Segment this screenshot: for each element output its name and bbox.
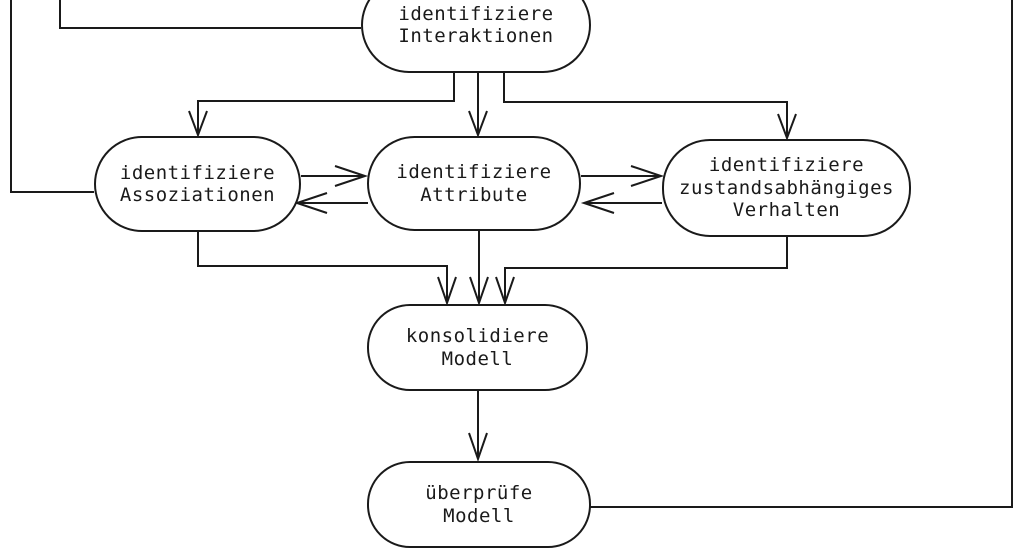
node-konsolidiere-modell: konsolidiere Modell [367, 304, 588, 391]
edge-loop-left-to-assoziationen [10, 0, 94, 193]
node-identifiziere-assoziationen: identifiziere Assoziationen [94, 136, 301, 232]
edge-interaktionen-to-assoziationen [188, 72, 455, 138]
edge-loop-left-to-interaktionen [59, 0, 361, 29]
edge-assoziationen-to-konsolidiere [197, 230, 457, 307]
edge-attribute-to-verhalten [581, 165, 665, 187]
edge-verhalten-to-attribute [580, 192, 662, 214]
edge-attribute-to-konsolidiere [469, 229, 489, 307]
node-identifiziere-zustandsabhaengiges-verhalten: identifiziere zustandsabhängiges Verhalt… [662, 139, 911, 237]
edge-konsolidiere-to-ueberpruefe [468, 391, 488, 463]
edge-interaktionen-to-attribute [468, 72, 488, 138]
edge-attribute-to-assoziationen [293, 192, 368, 214]
node-ueberpruefe-modell: überprüfe Modell [367, 461, 591, 548]
node-identifiziere-attribute: identifiziere Attribute [367, 136, 581, 231]
edge-assoziationen-to-attribute [301, 165, 369, 187]
node-identifiziere-interaktionen: identifiziere Interaktionen [361, 0, 591, 73]
edge-loop-ueberpruefe-to-top-right [590, 0, 1013, 508]
edge-interaktionen-to-verhalten [503, 72, 797, 141]
edge-verhalten-to-konsolidiere [495, 237, 788, 307]
